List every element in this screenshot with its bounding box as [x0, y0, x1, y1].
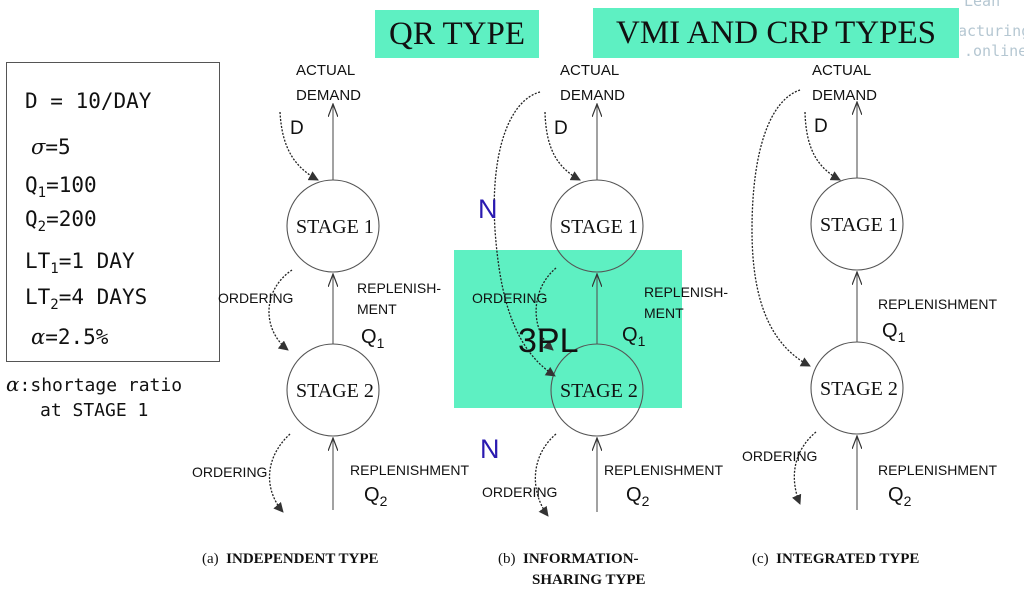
demand-label-c: DEMAND [812, 87, 878, 104]
param-demand: D = 10/DAY [25, 89, 152, 113]
logo-line1: Lean [964, 0, 1001, 10]
caption-a: (a) INDEPENDENT TYPE [202, 551, 379, 567]
3pl-highlight [454, 250, 682, 408]
ordering-label-b2: ORDERING [482, 484, 558, 500]
vmi-crp-banner: VMI AND CRP TYPES [593, 8, 959, 58]
actual-label-c: ACTUAL [812, 62, 872, 79]
q1-label-a: Q1 [361, 326, 385, 351]
alpha-note-line1: α:shortage ratio [6, 372, 183, 396]
replenishment-label-a2: REPLENISHMENT [350, 462, 470, 478]
ordering-label-c: ORDERING [742, 448, 818, 464]
param-q2: Q2=200 [25, 207, 97, 236]
actual-label-b: ACTUAL [560, 62, 620, 79]
qr-type-label: QR TYPE [389, 15, 525, 52]
q2-label-c: Q2 [888, 484, 912, 509]
stage2-label-c: STAGE 2 [820, 378, 898, 400]
replenish-label-a1: REPLENISH- [357, 280, 442, 296]
stage1-label-b: STAGE 1 [560, 216, 638, 238]
q1-label-c: Q1 [882, 320, 906, 345]
d-label-c: D [814, 116, 828, 137]
watermark-logo: Lean acturing .online [960, 0, 1024, 70]
param-q1: Q1=100 [25, 173, 97, 202]
replenishment-label-b2: REPLENISHMENT [604, 462, 724, 478]
param-alpha: α=2.5% [31, 325, 109, 349]
param-lt1: LT1=1 DAY [25, 249, 135, 278]
replenish-label-b1: REPLENISH- [644, 284, 729, 300]
param-lt2: LT2=4 DAYS [25, 285, 148, 314]
ordering-label-a1: ORDERING [218, 290, 294, 306]
demand-label-b: DEMAND [560, 87, 626, 104]
caption-b-line2: SHARING TYPE [532, 572, 646, 588]
logo-line3: .online [964, 42, 1024, 60]
stage1-label-a: STAGE 1 [296, 216, 374, 238]
n-label-top: N [478, 194, 498, 224]
vmi-crp-label: VMI AND CRP TYPES [616, 14, 936, 51]
q1-label-b: Q1 [622, 324, 646, 349]
d-label-b: D [554, 118, 568, 139]
q2-label-b: Q2 [626, 484, 650, 509]
stage2-label-b: STAGE 2 [560, 380, 638, 402]
replenishment-label-c2: REPLENISHMENT [878, 462, 998, 478]
alpha-note-line2: at STAGE 1 [40, 400, 149, 421]
3pl-label: 3PL [518, 322, 579, 360]
param-sigma: σ=5 [31, 135, 71, 159]
caption-c: (c) INTEGRATED TYPE [752, 551, 920, 567]
actual-label-a: ACTUAL [296, 62, 356, 79]
ordering-label-a2: ORDERING [192, 464, 268, 480]
ment-label-a1: MENT [357, 301, 397, 317]
stage1-label-c: STAGE 1 [820, 214, 898, 236]
caption-b: (b) INFORMATION- [498, 551, 639, 567]
q2-label-a: Q2 [364, 484, 388, 509]
qr-type-banner: QR TYPE [375, 10, 539, 58]
demand-label-a: DEMAND [296, 87, 362, 104]
ordering-label-b1: ORDERING [472, 290, 548, 306]
ment-label-b1: MENT [644, 305, 684, 321]
n-label-bottom: N [480, 434, 500, 464]
stage2-label-a: STAGE 2 [296, 380, 374, 402]
parameter-box: D = 10/DAY σ=5 Q1=100 Q2=200 LT1=1 DAY L… [6, 62, 220, 362]
d-label-a: D [290, 118, 304, 139]
logo-line2: acturing [960, 22, 1024, 40]
replenishment-label-c1: REPLENISHMENT [878, 296, 998, 312]
